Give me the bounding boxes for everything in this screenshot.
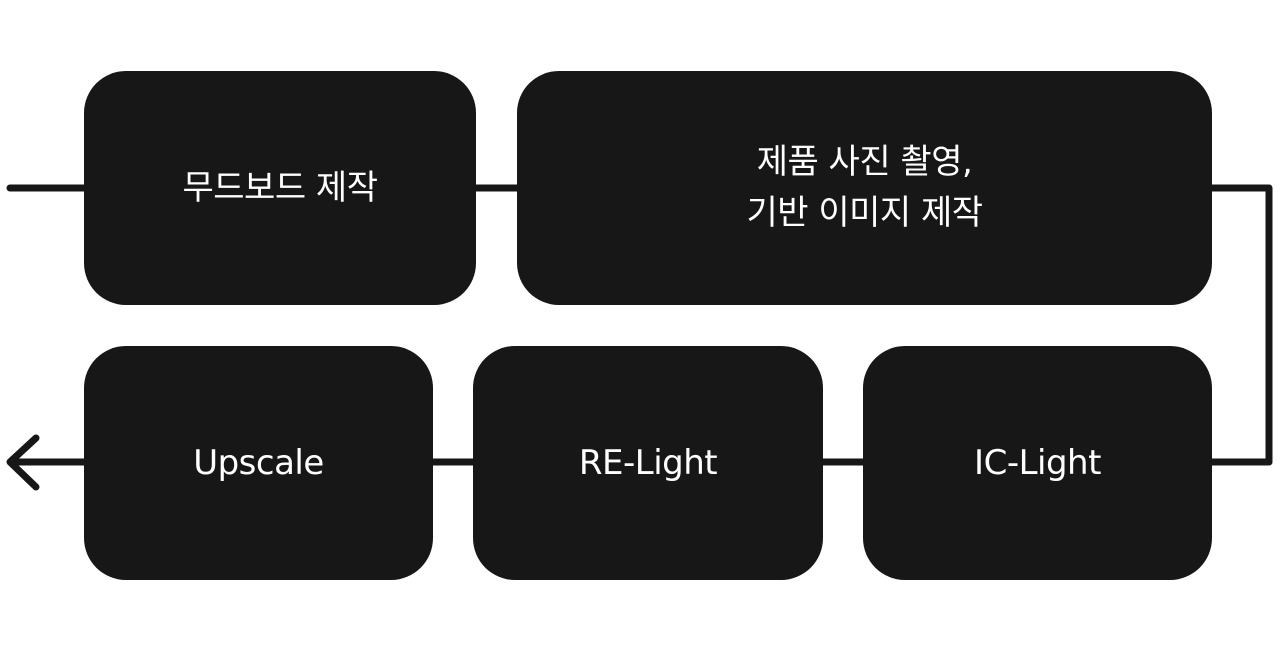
step-product-photo-label: 제품 사진 촬영, 기반 이미지 제작	[746, 142, 983, 233]
step-re-light-box: RE-Light	[473, 346, 823, 580]
step-moodboard-label: 무드보드 제작	[182, 167, 379, 208]
connector-product-iclight	[1206, 184, 1273, 466]
step-product-photo-box: 제품 사진 촬영, 기반 이미지 제작	[517, 71, 1212, 305]
step-upscale-box: Upscale	[84, 346, 433, 580]
step-moodboard-box: 무드보드 제작	[84, 71, 476, 305]
step-upscale-label: Upscale	[193, 442, 324, 483]
step-re-light-label: RE-Light	[578, 442, 718, 483]
exit-arrowhead-icon	[6, 434, 40, 491]
step-ic-light-box: IC-Light	[863, 346, 1212, 580]
step-ic-light-label: IC-Light	[974, 442, 1101, 483]
